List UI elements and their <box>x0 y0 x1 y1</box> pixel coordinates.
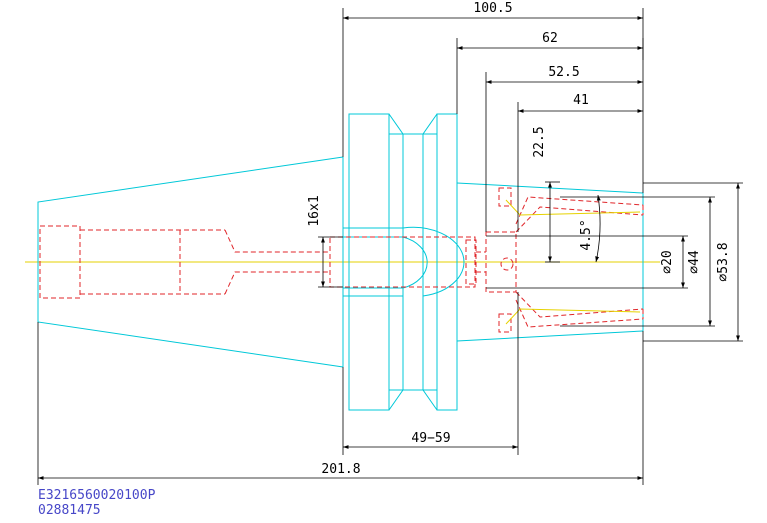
part-code: E3216560020100P 02881475 <box>38 488 155 518</box>
dim-dia53-8-label: ⌀53.8 <box>716 242 731 281</box>
dim-22-5-label: 22.5 <box>532 126 547 157</box>
dim-dia44-label: ⌀44 <box>687 250 702 274</box>
dim-22-5 <box>545 181 560 263</box>
bore-outline <box>343 226 465 297</box>
dim-62-label: 62 <box>542 31 558 46</box>
flange-outline <box>348 113 458 411</box>
dim-angle <box>595 194 601 263</box>
dim-49-59 <box>342 292 519 455</box>
dim-100-5-label: 100.5 <box>473 1 512 16</box>
dim-100-5 <box>342 8 644 193</box>
dim-49-59-label: 49−59 <box>411 431 450 446</box>
dim-52-5 <box>485 72 643 232</box>
dim-16x1 <box>318 236 343 288</box>
dim-201-8 <box>37 322 644 485</box>
dim-41 <box>517 102 643 232</box>
hidden-lines <box>39 187 644 333</box>
part-code-line1: E3216560020100P <box>38 488 156 503</box>
dim-diameters <box>486 182 743 342</box>
part-code-line2: 02881475 <box>38 503 101 518</box>
dim-angle-label: 4.5° <box>579 219 594 250</box>
dim-dia20-label: ⌀20 <box>660 250 675 273</box>
dim-16x1-label: 16x1 <box>307 195 322 226</box>
dim-62 <box>456 38 644 114</box>
dim-201-8-label: 201.8 <box>321 462 360 477</box>
dim-52-5-label: 52.5 <box>548 65 579 80</box>
dim-41-label: 41 <box>573 93 589 108</box>
taper-shank-outline <box>37 156 344 368</box>
